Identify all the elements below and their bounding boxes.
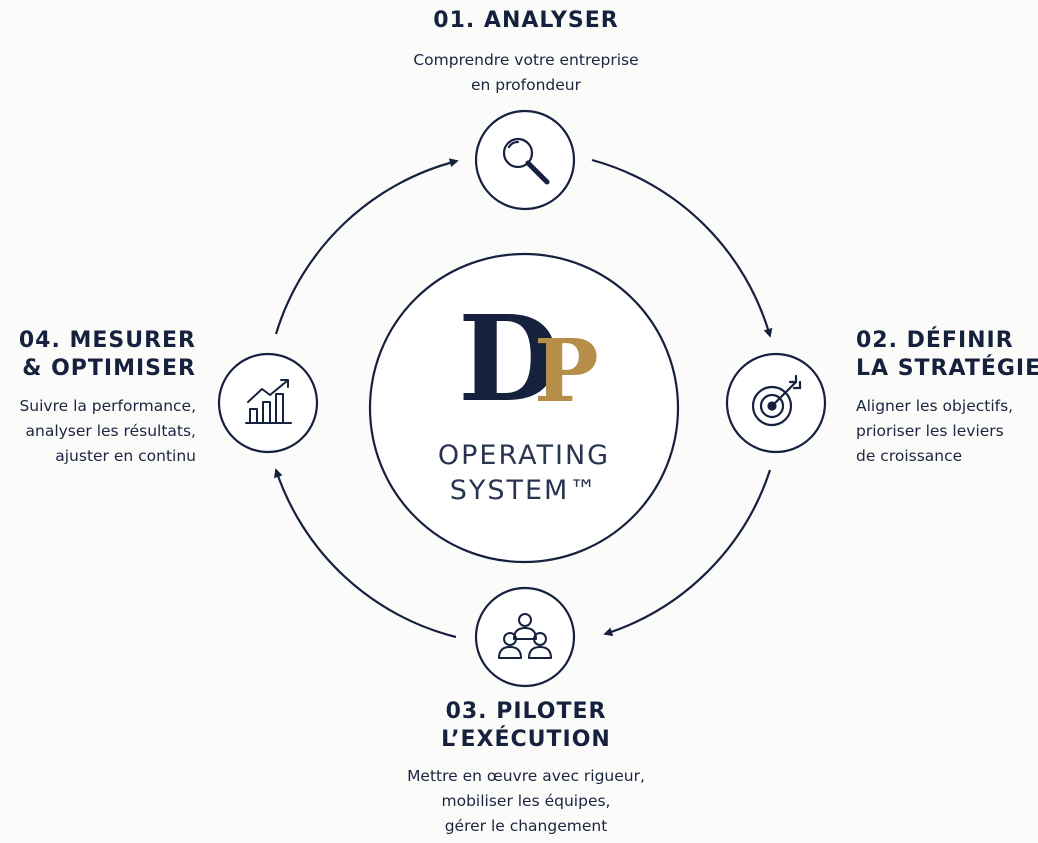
arc-strategie-to-execution <box>603 469 772 637</box>
center-circle <box>368 252 680 564</box>
step-2-title: 02. DÉFINIR LA STRATÉGIE <box>856 327 1038 383</box>
arc-mesurer-to-analyser <box>274 158 459 335</box>
growth-chart-icon <box>245 379 292 424</box>
step-4-desc-line-3: ajuster en continu <box>55 447 196 465</box>
step-2-title-line-1: 02. DÉFINIR <box>856 328 1014 353</box>
step-3-title-line-2: L’EXÉCUTION <box>441 727 611 752</box>
node-circle-analyser <box>474 109 576 211</box>
step-2-desc-line-3: de croissance <box>856 447 963 465</box>
team-icon <box>498 613 552 659</box>
step-3-title-line-1: 03. PILOTER <box>445 699 607 724</box>
logo-letter-p: P <box>534 321 599 422</box>
step-2-desc-line-1: Aligner les objectifs, <box>856 397 1014 415</box>
step-3-description: Mettre en œuvre avec rigueur, mobiliser … <box>356 764 696 839</box>
step-4-title-line-1: 04. MESURER <box>18 328 196 353</box>
step-3-desc-line-1: Mettre en œuvre avec rigueur, <box>407 767 645 785</box>
step-1-desc-line-2: en profondeur <box>471 76 581 94</box>
logo-letter-d: D <box>458 289 561 428</box>
step-1-description: Comprendre votre entreprise en profondeu… <box>376 48 676 98</box>
step-3-title: 03. PILOTER L’EXÉCUTION <box>376 698 676 754</box>
step-4-desc-line-1: Suivre la performance, <box>19 397 196 415</box>
node-circle-execution <box>474 586 576 688</box>
step-1-desc-line-1: Comprendre votre entreprise <box>413 51 639 69</box>
step-2-title-line-2: LA STRATÉGIE <box>856 356 1038 381</box>
arc-execution-to-mesurer <box>274 468 457 639</box>
step-2-description: Aligner les objectifs, prioriser les lev… <box>856 394 1036 469</box>
arc-analyser-to-strategie <box>591 158 773 338</box>
step-3-desc-line-3: gérer le changement <box>444 817 608 835</box>
step-3-desc-line-2: mobiliser les équipes, <box>441 792 611 810</box>
step-4-desc-line-2: analyser les résultats, <box>25 422 197 440</box>
magnifier-icon <box>502 137 550 185</box>
step-4-description: Suivre la performance, analyser les résu… <box>4 394 196 469</box>
step-1-title-line-1: 01. ANALYSER <box>433 8 619 33</box>
dp-logo: D P <box>418 300 628 430</box>
target-icon <box>751 374 802 427</box>
step-4-title: 04. MESURER & OPTIMISER <box>4 327 196 383</box>
os-line-1: OPERATING <box>437 440 611 471</box>
os-line-2: SYSTEM™ <box>449 475 599 506</box>
step-1-title: 01. ANALYSER <box>376 7 676 35</box>
operating-system-label: OPERATING SYSTEM™ <box>400 438 648 508</box>
step-2-desc-line-2: prioriser les leviers <box>856 422 1004 440</box>
step-4-title-line-2: & OPTIMISER <box>22 356 196 381</box>
